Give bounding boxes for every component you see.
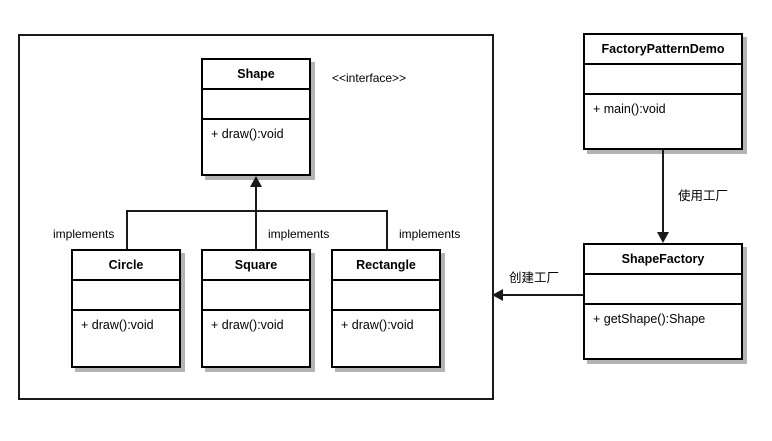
class-box-square[interactable]: Square + draw():void xyxy=(201,249,311,368)
class-name-square: Square xyxy=(203,251,309,281)
class-methods-factory-pattern-demo: + main():void xyxy=(593,102,666,116)
class-name-circle: Circle xyxy=(73,251,179,281)
class-attributes-factory-pattern-demo xyxy=(585,65,741,95)
class-attributes-rectangle xyxy=(333,281,439,311)
class-name-shape: Shape xyxy=(203,60,309,90)
class-methods-rectangle: + draw():void xyxy=(341,318,414,332)
class-box-circle[interactable]: Circle + draw():void xyxy=(71,249,181,368)
edge-factory-to-shapes-arrowhead xyxy=(492,289,503,301)
class-attributes-shape-factory xyxy=(585,275,741,305)
class-methods-circle: + draw():void xyxy=(81,318,154,332)
inheritance-stem-vertical xyxy=(255,186,257,249)
relation-label-implements-circle: implements xyxy=(53,227,115,241)
class-methods-square: + draw():void xyxy=(211,318,284,332)
relation-label-implements-rectangle: implements xyxy=(399,227,461,241)
class-box-shape-factory[interactable]: ShapeFactory + getShape():Shape xyxy=(583,243,743,360)
edge-factory-to-shapes-line xyxy=(500,294,583,296)
class-name-factory-pattern-demo: FactoryPatternDemo xyxy=(585,35,741,65)
shape-package-group-rect xyxy=(18,34,494,400)
class-methods-shape: + draw():void xyxy=(211,127,284,141)
inheritance-drop-circle xyxy=(126,210,128,249)
class-methods-shape-factory: + getShape():Shape xyxy=(593,312,706,326)
class-attributes-square xyxy=(203,281,309,311)
edge-demo-to-factory-arrowhead xyxy=(657,232,669,243)
edge-demo-to-factory-line xyxy=(662,150,664,232)
relation-label-use-factory: 使用工厂 xyxy=(678,188,729,203)
class-name-rectangle: Rectangle xyxy=(333,251,439,281)
class-attributes-circle xyxy=(73,281,179,311)
class-name-shape-factory: ShapeFactory xyxy=(585,245,741,275)
class-attributes-shape xyxy=(203,90,309,120)
inheritance-arrowhead-shape xyxy=(250,176,262,187)
class-box-shape[interactable]: Shape + draw():void xyxy=(201,58,311,176)
class-box-rectangle[interactable]: Rectangle + draw():void xyxy=(331,249,441,368)
relation-label-implements-square: implements xyxy=(268,227,330,241)
relation-label-create-factory: 创建工厂 xyxy=(509,270,560,285)
stereotype-label-interface: <<interface>> xyxy=(332,71,407,85)
inheritance-drop-rectangle xyxy=(386,210,388,249)
class-box-factory-pattern-demo[interactable]: FactoryPatternDemo + main():void xyxy=(583,33,743,150)
inheritance-horizontal-bar xyxy=(126,210,388,212)
